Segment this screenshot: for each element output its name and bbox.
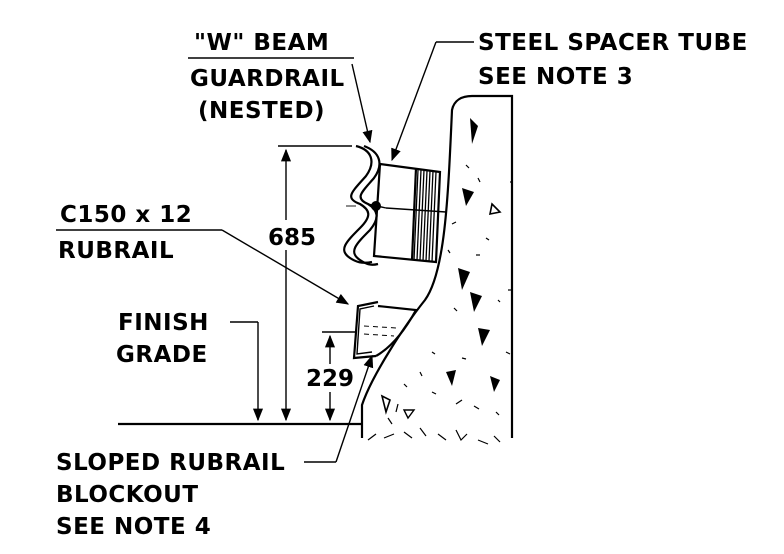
blockout-label-line3: SEE NOTE 4 (56, 514, 211, 540)
sloped-rubrail-blockout (375, 304, 418, 357)
rubrail-label-line2: RUBRAIL (58, 238, 174, 264)
spacer-tube-label: STEEL SPACER TUBE SEE NOTE 3 (391, 30, 748, 162)
dimension-229: 229 (304, 331, 356, 422)
finish-grade-label-line1: FINISH (118, 310, 209, 336)
rubrail-label-line1: C150 x 12 (60, 202, 192, 228)
finish-grade-label-line2: GRADE (116, 342, 208, 368)
concrete-barrier (360, 94, 514, 445)
w-beam-label-line2: GUARDRAIL (190, 66, 345, 92)
spacer-tube-label-line2: SEE NOTE 3 (478, 64, 633, 90)
concrete-aggregate (380, 118, 502, 420)
dimension-685: 685 (268, 145, 352, 422)
blockout-label-line2: BLOCKOUT (56, 482, 199, 508)
dimension-229-value: 229 (306, 366, 354, 392)
steel-spacer-tube (346, 162, 447, 264)
rubrail-label: C150 x 12 RUBRAIL (56, 202, 350, 305)
dimension-685-value: 685 (268, 225, 316, 251)
w-beam-label-line1: "W" BEAM (194, 30, 329, 56)
blockout-label: SLOPED RUBRAIL BLOCKOUT SEE NOTE 4 (56, 354, 374, 540)
blockout-label-line1: SLOPED RUBRAIL (56, 450, 285, 476)
spacer-tube-label-line1: STEEL SPACER TUBE (478, 30, 748, 56)
w-beam-label: "W" BEAM GUARDRAIL (NESTED) (188, 30, 373, 144)
w-beam-label-line3: (NESTED) (198, 98, 325, 124)
concrete-speckle (367, 164, 513, 445)
finish-grade-label: FINISH GRADE (116, 310, 264, 422)
